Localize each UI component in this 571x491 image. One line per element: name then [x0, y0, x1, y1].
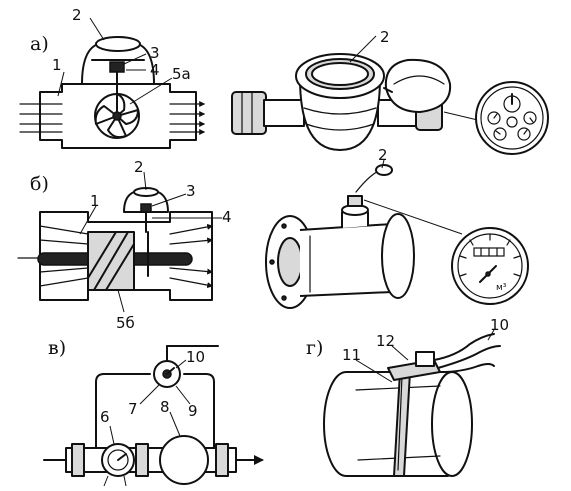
section-a-vane-meter-section: а) 2: [19, 6, 206, 149]
dial-b: м³: [451, 227, 529, 305]
label-v-9: 9: [188, 402, 198, 420]
label-b-5b: 5б: [116, 314, 135, 332]
label-b-2: 2: [134, 158, 144, 176]
section-b-turbine-meter-view: 2 м³: [265, 146, 529, 309]
dial-b-unit: м³: [496, 283, 507, 293]
section-a-label: а): [30, 33, 49, 55]
section-g-clamp-on-meter: г) 11 12 10: [306, 316, 509, 477]
section-b-label: б): [30, 173, 49, 195]
label-b-3: 3: [186, 182, 196, 200]
impeller-5a: [94, 93, 140, 139]
section-a-vane-meter-view: 2: [231, 28, 549, 155]
section-v-bypass-installation: в) 6 7 8 9 10: [43, 337, 264, 487]
section-b-turbine-meter-section: б) 1 2 3 4 5б: [17, 158, 232, 332]
label-b-4: 4: [222, 208, 232, 226]
label-g-12: 12: [376, 332, 395, 350]
label-a-2: 2: [72, 6, 82, 24]
label-a-meter-2: 2: [380, 28, 390, 46]
section-g-label: г): [306, 337, 323, 359]
label-g-11: 11: [342, 346, 361, 364]
label-b-meter-2: 2: [378, 146, 388, 164]
label-v-10: 10: [186, 348, 205, 366]
label-a-1: 1: [52, 56, 62, 74]
label-a-5a: 5а: [172, 65, 191, 83]
section-v-label: в): [48, 337, 66, 359]
label-v-8: 8: [160, 398, 170, 416]
label-b-1: 1: [90, 192, 100, 210]
label-v-7: 7: [128, 400, 138, 418]
label-a-4: 4: [150, 61, 160, 79]
label-a-3: 3: [150, 44, 160, 62]
label-g-10: 10: [490, 316, 509, 334]
dial-a: [475, 81, 549, 155]
label-v-6: 6: [100, 408, 110, 426]
